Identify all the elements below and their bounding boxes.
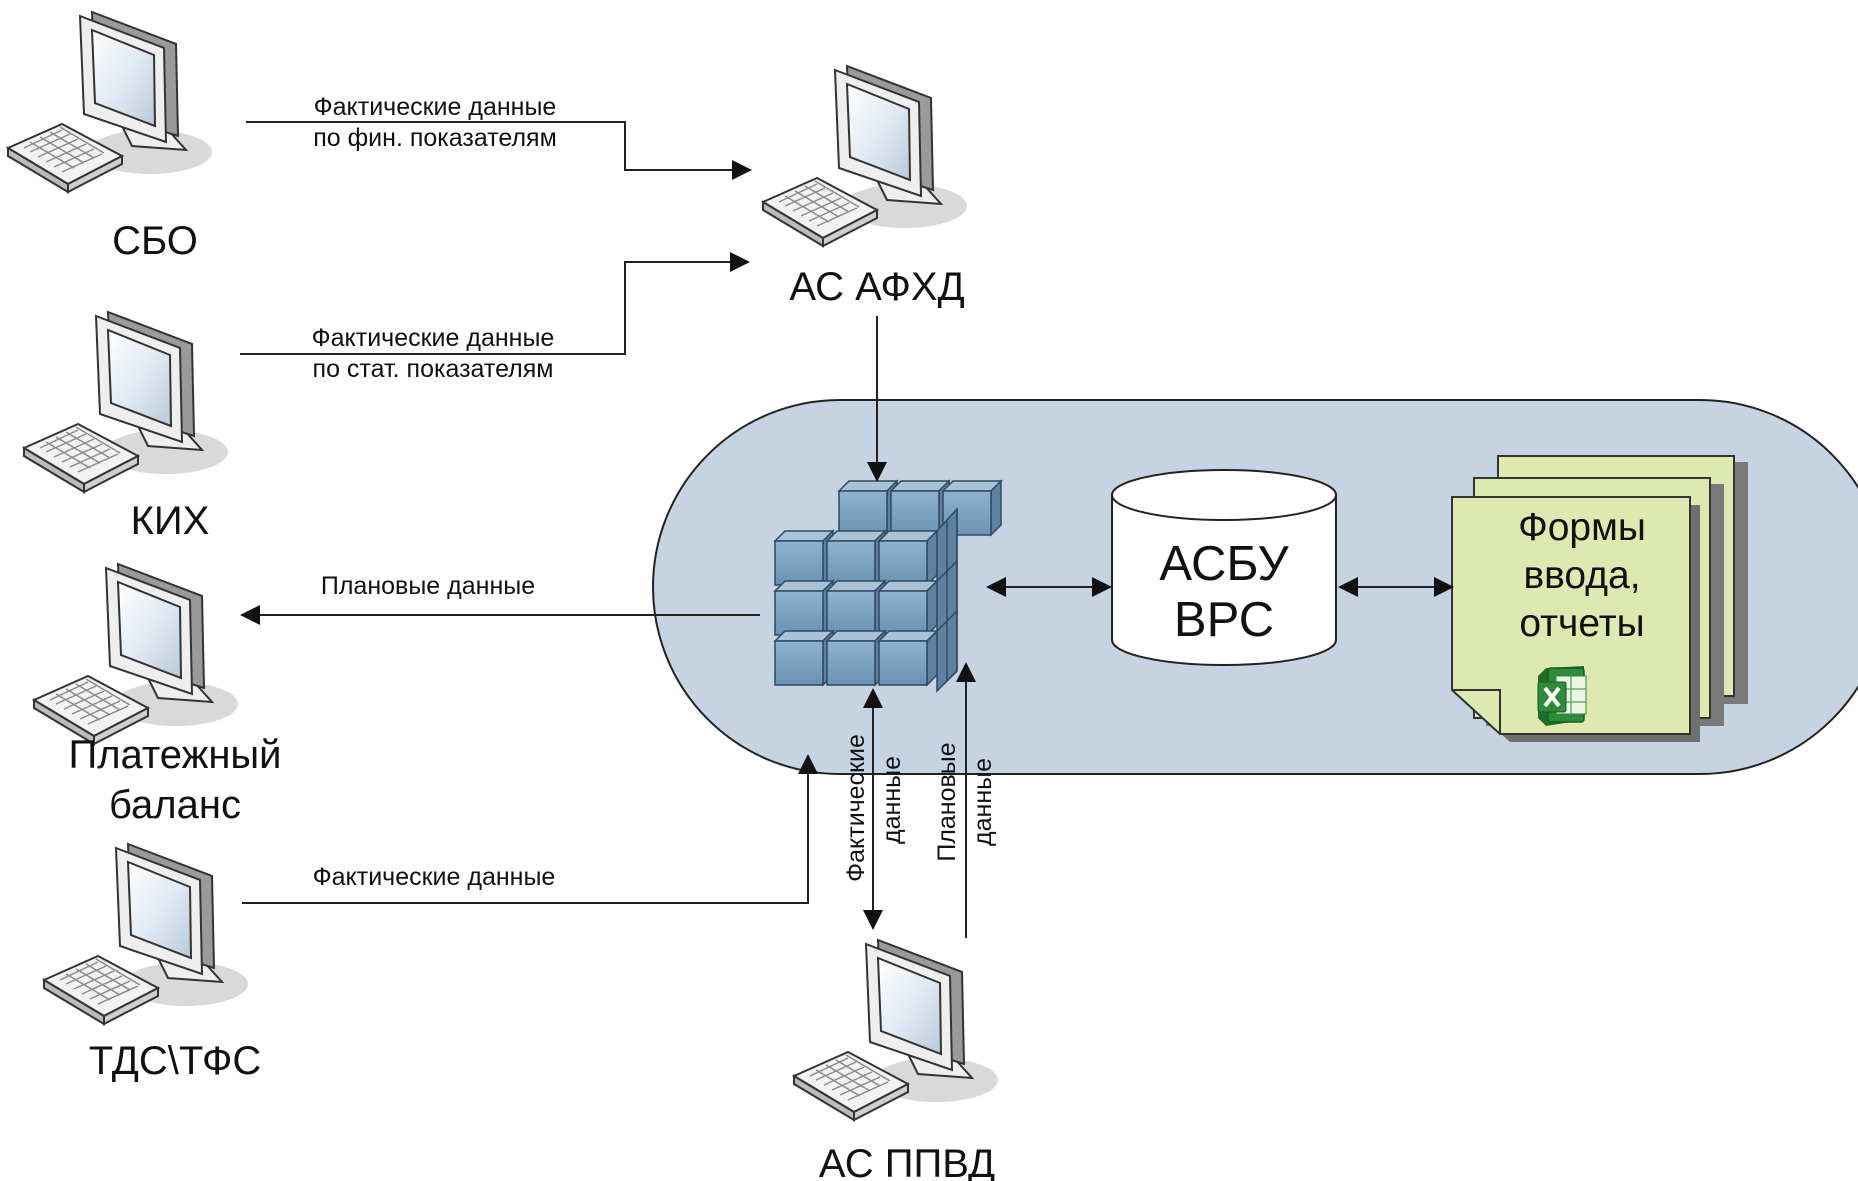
edge-label-sbo-1: Фактические данные — [314, 93, 557, 121]
computer-icon-plat-balance — [33, 563, 239, 745]
database-cylinder-icon — [1111, 469, 1337, 666]
node-label-tds-tfs: ТДС\ТФС — [89, 1039, 262, 1083]
edge-label-tds: Фактические данные — [313, 863, 556, 891]
edge-tds-to-cube — [242, 754, 818, 904]
edge-kih-to-afhd — [240, 252, 750, 355]
node-label-kih: КИХ — [131, 499, 210, 543]
node-label-as-afhd: АС АФХД — [789, 265, 964, 309]
edge-label-ppvd-fact-1: Фактические — [842, 734, 870, 882]
edge-label-plan-to-plat: Плановые данные — [321, 572, 535, 600]
forms-label-line1: Формы — [1518, 506, 1646, 549]
node-label-plat-balance-1: Платежный — [68, 733, 281, 777]
edge-label-sbo-2: по фин. показателям — [313, 124, 557, 152]
forms-label-line2: ввода, — [1523, 554, 1640, 597]
node-label-plat-balance-2: баланс — [109, 783, 241, 827]
edge-label-ppvd-plan-2: данные — [969, 758, 997, 846]
computer-icon-tds-tfs — [43, 843, 249, 1025]
edge-sbo-to-afhd — [246, 121, 752, 180]
node-label-sbo: СБО — [112, 219, 198, 263]
computer-icon-sbo — [7, 11, 213, 193]
database-label-line2: ВРС — [1174, 593, 1274, 647]
edge-label-ppvd-plan-1: Плановые — [933, 742, 961, 861]
database-label-line1: АСБУ — [1159, 537, 1289, 591]
computer-icon-as-ppvd — [793, 939, 999, 1121]
node-label-as-ppvd: АС ППВД — [819, 1142, 995, 1181]
forms-stack-icon — [1451, 455, 1748, 742]
excel-icon — [1537, 666, 1587, 726]
edge-label-kih-2: по стат. показателям — [313, 355, 554, 383]
forms-label-line3: отчеты — [1519, 602, 1644, 645]
edge-label-ppvd-fact-2: данные — [878, 756, 906, 844]
edge-label-kih-1: Фактические данные — [312, 324, 555, 352]
olap-cube-icon — [774, 480, 1002, 693]
computer-icon-kih — [23, 311, 229, 493]
computer-icon-as-afhd — [762, 65, 968, 247]
